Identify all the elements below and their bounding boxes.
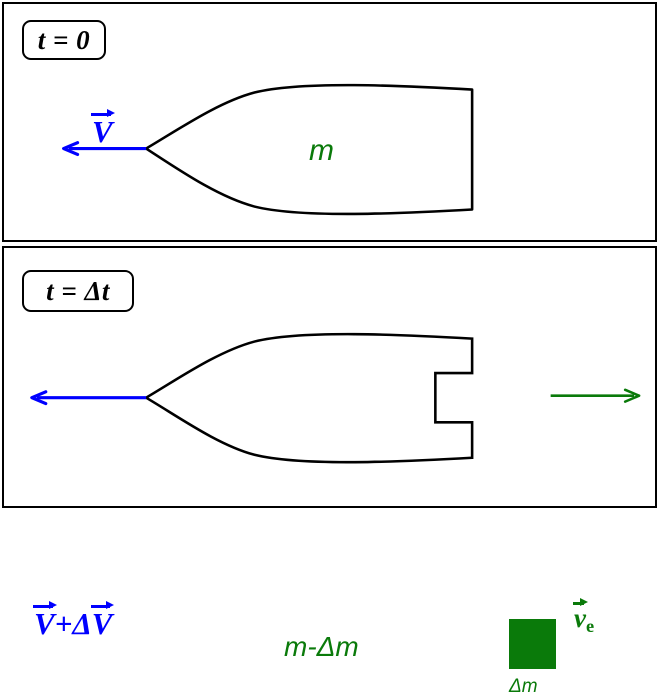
rocket-mass-label-initial: m: [309, 134, 334, 167]
velocity-symbol-first: V: [34, 606, 55, 641]
panel-bottom-graphics: [30, 332, 641, 464]
velocity-vector-label-final: V+ΔV: [33, 601, 115, 641]
velocity-symbol-second: V: [91, 606, 113, 641]
panel-top-graphics: [62, 83, 474, 216]
exhaust-velocity-arrow: [550, 388, 641, 403]
time-label-initial: t = 0: [22, 20, 106, 60]
velocity-symbol: V: [92, 114, 113, 149]
panel-initial-state: t = 0 V m: [2, 2, 657, 242]
overarrow-v-first: V: [33, 601, 57, 641]
exhaust-velocity-symbol: v: [574, 603, 586, 633]
overarrow-v-second: V: [90, 601, 115, 641]
overarrow-ve: v: [573, 598, 588, 633]
velocity-arrow-initial: [62, 141, 147, 157]
time-label-final: t = Δt: [22, 270, 134, 312]
exhaust-mass-label: Δm: [509, 676, 538, 697]
rocket-body-final: [143, 332, 474, 464]
velocity-operator: +Δ: [54, 606, 92, 641]
velocity-arrow-final: [30, 390, 147, 406]
exhaust-mass-block: [509, 619, 556, 669]
rocket-mass-label-final: m-Δm: [284, 631, 359, 662]
exhaust-velocity-subscript: e: [585, 616, 595, 637]
overarrow-v: V: [91, 109, 115, 149]
rocket-body-initial: [144, 83, 474, 216]
velocity-vector-label-initial: V: [91, 109, 115, 149]
